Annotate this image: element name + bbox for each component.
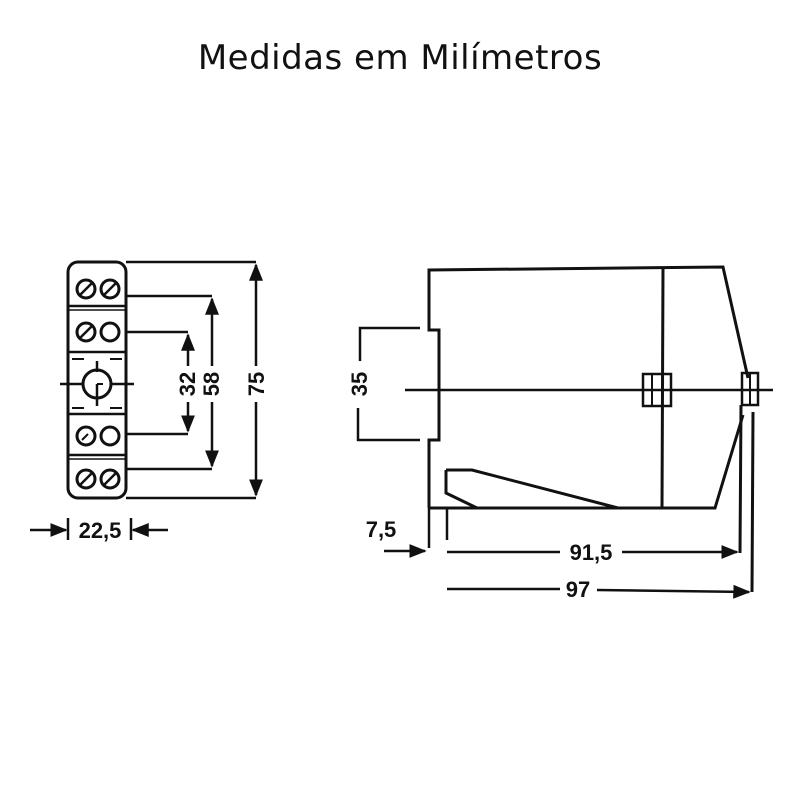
terminal-open-icon xyxy=(99,425,121,447)
dim-97-label: 97 xyxy=(566,577,590,602)
dim-32-label: 32 xyxy=(175,372,200,396)
page-title: Medidas em Milímetros xyxy=(197,38,603,78)
screw-icon xyxy=(99,468,121,490)
screw-icon xyxy=(75,425,97,447)
screw-icon xyxy=(75,321,97,343)
dim-58-label: 58 xyxy=(199,372,224,396)
dim-75-label: 75 xyxy=(244,372,269,396)
side-view xyxy=(356,265,773,599)
dim-7-5-label: 7,5 xyxy=(366,517,397,542)
dim-91-5-label: 91,5 xyxy=(570,540,613,565)
side-housing-bottom xyxy=(429,414,745,510)
dim-22-5-label: 22,5 xyxy=(79,518,122,543)
clip-block-icon xyxy=(641,372,673,408)
screw-icon xyxy=(75,278,97,300)
screw-icon xyxy=(75,468,97,490)
terminal-open-icon xyxy=(99,321,121,343)
rotary-knob-icon xyxy=(60,361,134,406)
dim-35-label: 35 xyxy=(347,372,372,396)
front-view xyxy=(30,260,263,540)
screw-icon xyxy=(99,278,121,300)
front-housing xyxy=(66,260,128,500)
side-housing-top xyxy=(427,265,750,508)
clip-block-icon xyxy=(740,371,760,407)
